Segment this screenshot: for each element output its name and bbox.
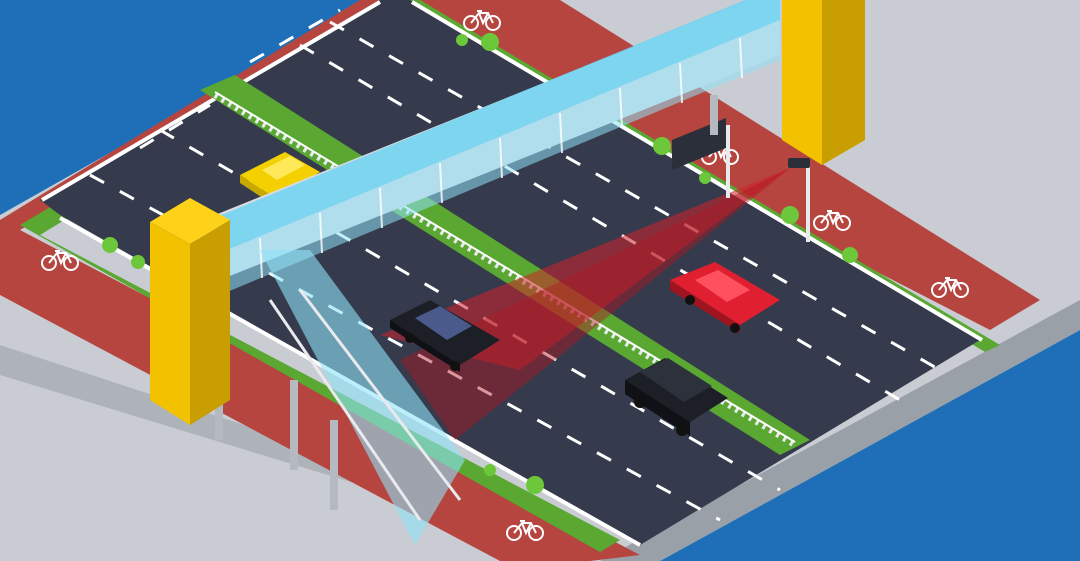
camera-icon	[788, 158, 810, 168]
camera-detection-beam	[380, 168, 790, 370]
pedestrian-bridge	[185, 0, 780, 545]
red-sedan	[670, 262, 780, 333]
bridge-stairs	[260, 250, 465, 545]
elevator-tower-right	[782, 0, 865, 165]
black-suv	[625, 358, 728, 436]
black-sedan	[390, 300, 500, 372]
elevator-tower-left	[150, 198, 230, 425]
median-fence	[213, 92, 797, 448]
bridge-glass-roof	[185, 0, 780, 255]
bridge-glass-side	[215, 20, 780, 295]
camera-detection-beam-lower	[400, 168, 790, 440]
tree-icon	[102, 33, 858, 494]
lane-markings	[89, 8, 941, 522]
road-edge-line	[410, 0, 984, 342]
road-edge-line	[40, 0, 382, 202]
